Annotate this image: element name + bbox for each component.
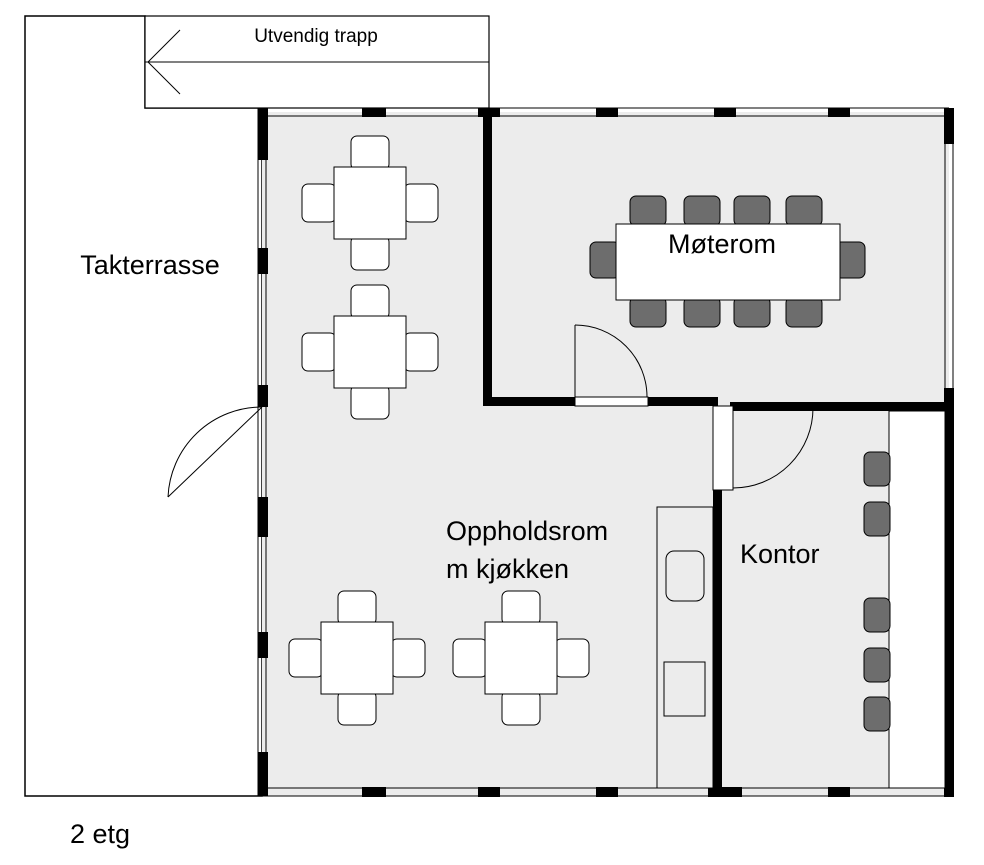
chair-icon xyxy=(501,690,541,726)
door-swing-icon xyxy=(167,406,263,498)
kitchen-counter xyxy=(656,506,714,789)
outdoor-stair xyxy=(144,15,490,109)
chair-icon xyxy=(390,638,426,678)
chair-icon xyxy=(301,332,337,372)
table-with-chairs-icon xyxy=(301,284,439,420)
meeting-table xyxy=(589,195,866,328)
chair-icon xyxy=(337,690,377,726)
stair-arrow-icon xyxy=(147,29,181,95)
dining-tables xyxy=(288,135,590,726)
stair-label: Utvendig trapp xyxy=(254,26,378,47)
floor-label: 2 etg xyxy=(70,819,130,849)
wall-posts xyxy=(258,108,954,797)
table-top xyxy=(320,621,394,695)
office-chairs xyxy=(863,451,891,732)
chair-icon xyxy=(337,590,377,626)
interior-walls xyxy=(483,110,950,796)
chair-icon xyxy=(350,384,390,420)
office-desk xyxy=(888,410,946,789)
chair-icon xyxy=(301,183,337,223)
door-swing-icon xyxy=(732,407,814,489)
lounge-label-line1: Oppholdsrom xyxy=(446,516,608,546)
table-top xyxy=(484,621,558,695)
office-label: Kontor xyxy=(740,539,820,569)
table-top xyxy=(333,166,407,240)
lounge-label-line2: m kjøkken xyxy=(446,554,569,584)
chair-icon xyxy=(403,332,439,372)
lounge-floor-lower xyxy=(262,402,717,796)
door-swing-icon xyxy=(574,324,648,398)
meeting-room-label: Møterom xyxy=(668,229,776,259)
table-top xyxy=(333,315,407,389)
table-with-chairs-icon xyxy=(288,590,426,726)
terrace-label: Takterrasse xyxy=(80,250,220,280)
chair-icon xyxy=(403,183,439,223)
chair-icon xyxy=(350,235,390,271)
meeting-door-threshold xyxy=(574,396,649,407)
chair-icon xyxy=(554,638,590,678)
chair-icon xyxy=(452,638,488,678)
stove xyxy=(663,661,706,717)
sink xyxy=(665,550,705,602)
chair-icon xyxy=(350,135,390,171)
table-with-chairs-icon xyxy=(301,135,439,271)
terrace-outline xyxy=(24,15,263,797)
chair-icon xyxy=(288,638,324,678)
chair-icon xyxy=(350,284,390,320)
chair-icon xyxy=(501,590,541,626)
office-door-threshold xyxy=(712,405,734,491)
table-with-chairs-icon xyxy=(452,590,590,726)
